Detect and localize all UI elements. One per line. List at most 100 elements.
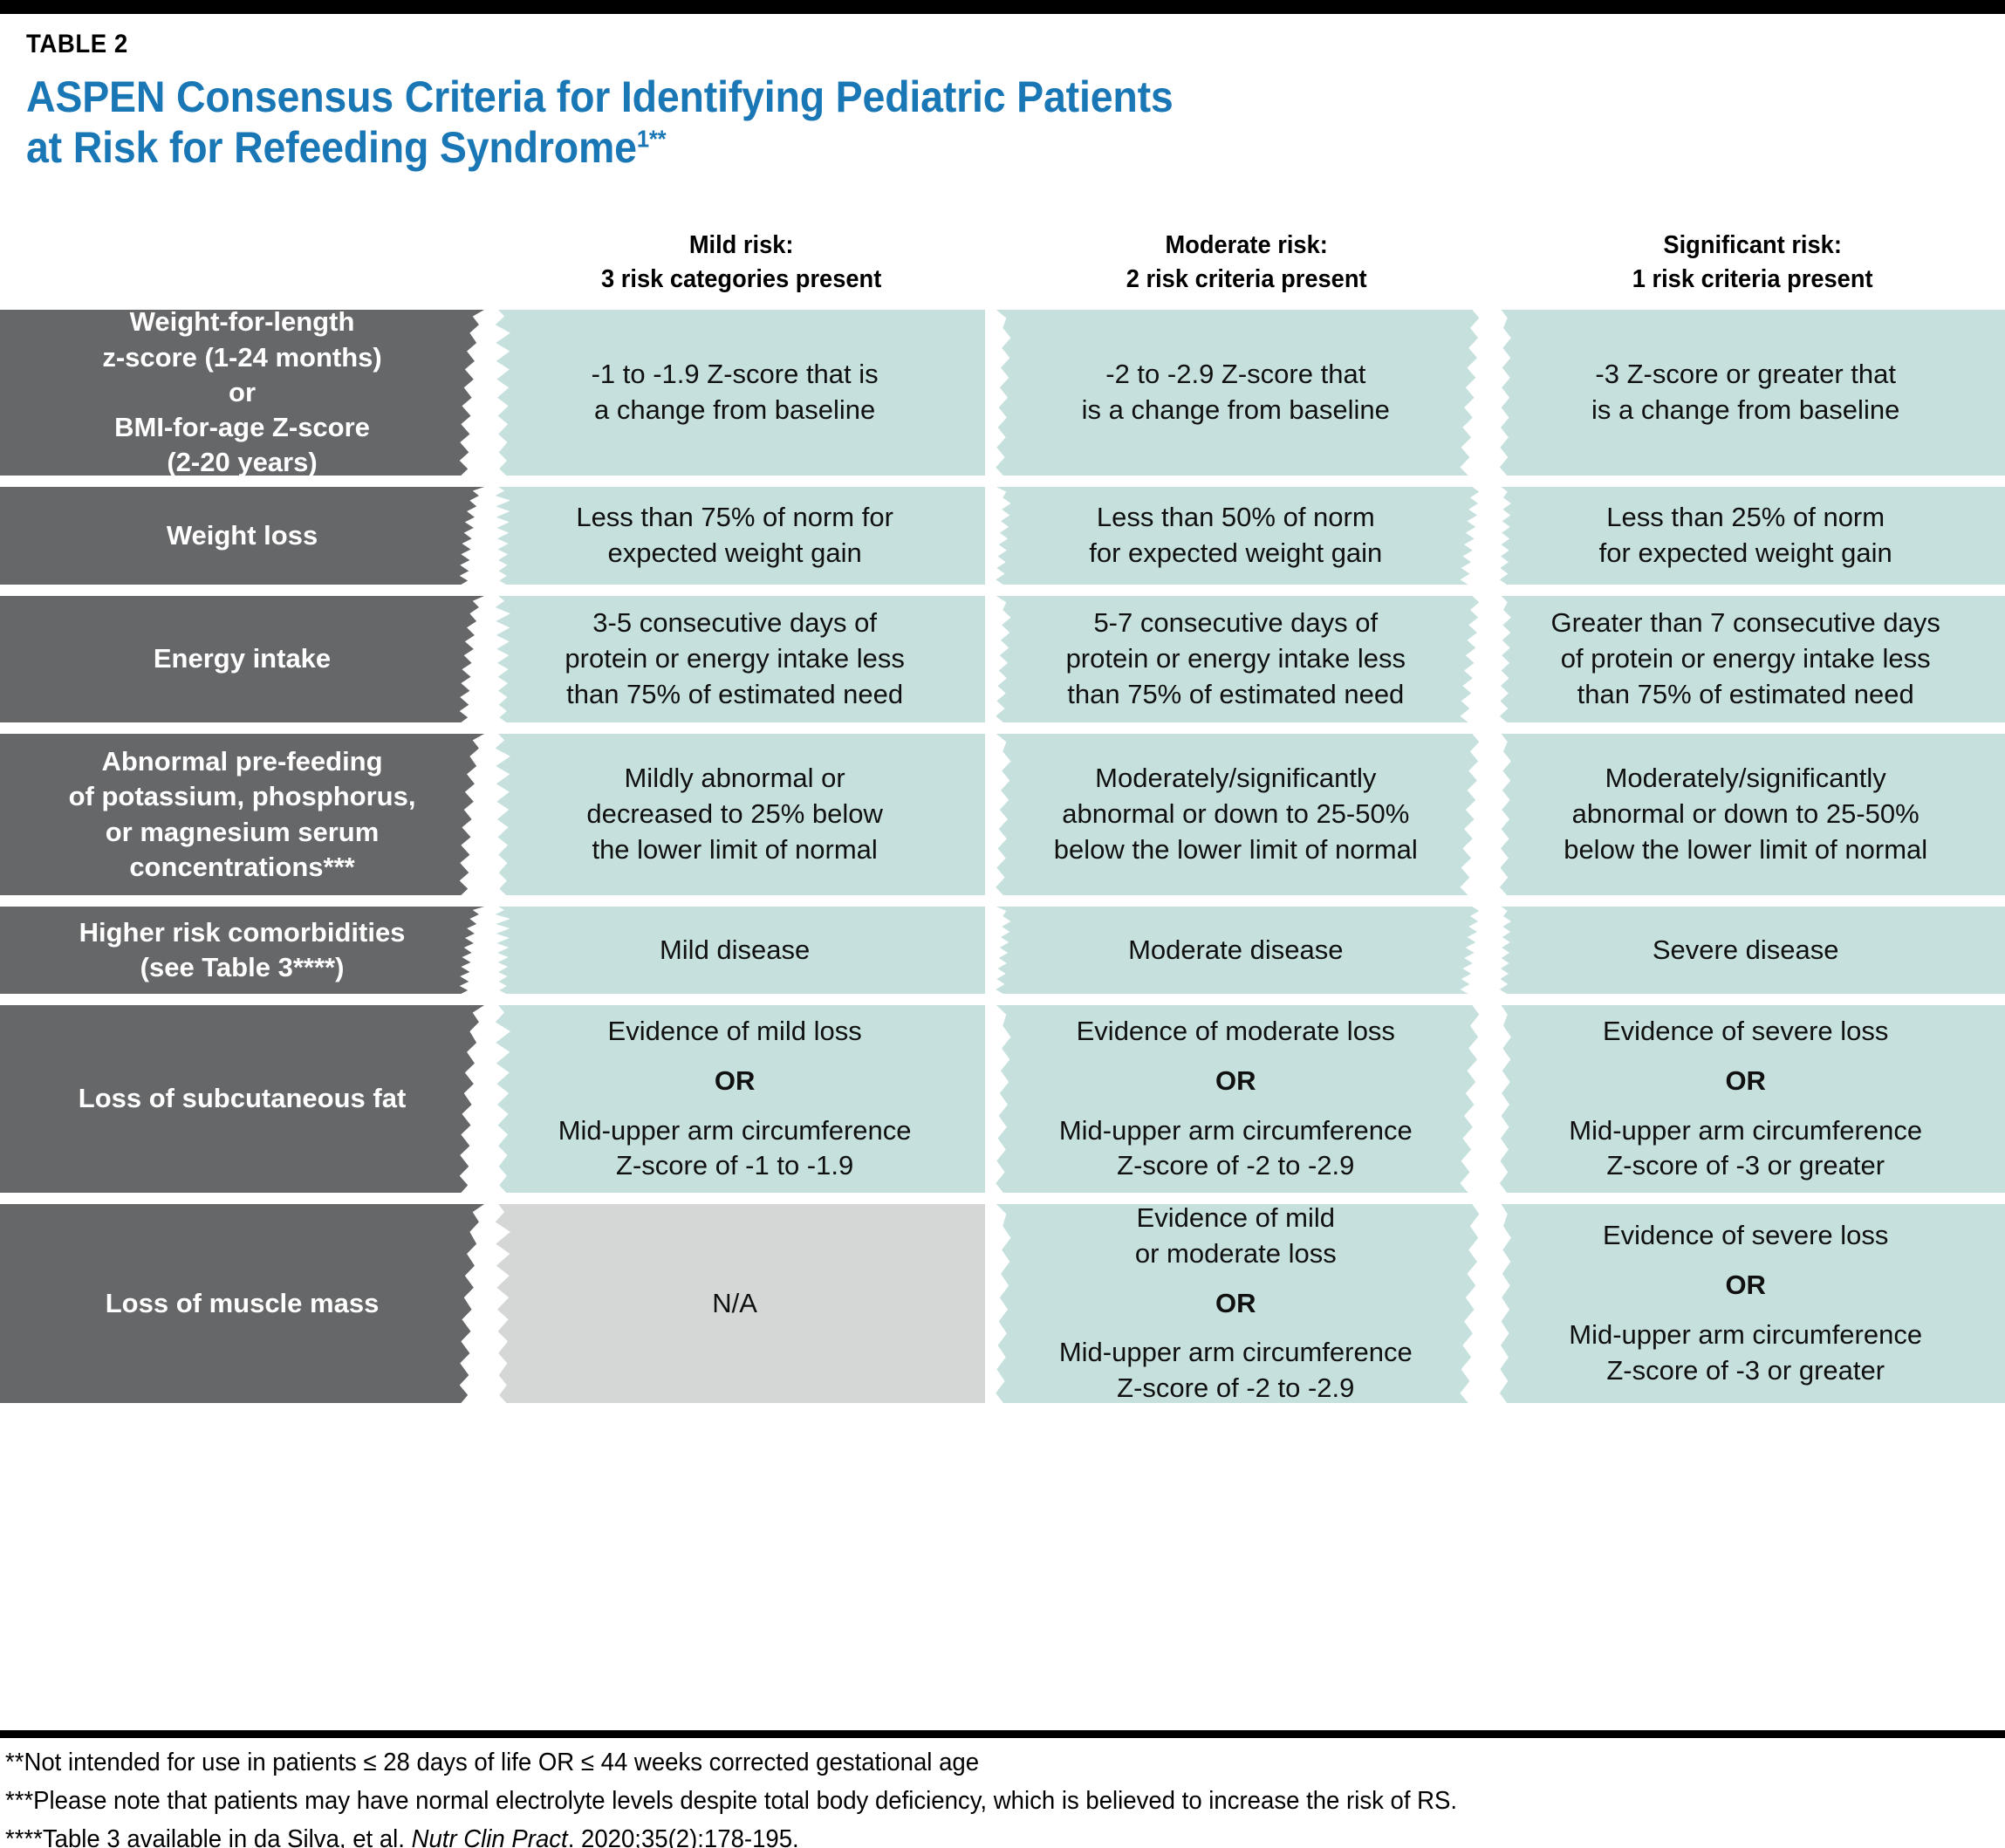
cell-text-top: Evidence of mild loss [607, 1015, 862, 1046]
cell-text: Evidence of severe loss OR Mid-upper arm… [1509, 1014, 1982, 1185]
row-label-loss-of-subcutaneous-fat: Loss of subcutaneous fat [0, 1005, 485, 1193]
cell-text-or: OR [1215, 1064, 1256, 1096]
cell-moderate: Moderate disease [996, 907, 1480, 994]
cell-mild: Mild disease [495, 907, 986, 994]
row-label-text: Weight loss [166, 519, 318, 551]
column-header-significant-subtitle: 1 risk criteria present [1632, 264, 1873, 293]
cell-significant: Severe disease [1499, 907, 2005, 994]
title-line-2: at Risk for Refeeding Syndrome [26, 123, 637, 172]
cell-text: Mild disease [659, 934, 811, 965]
footnote-3-pre: ****Table 3 available in da Silva, et al… [5, 1825, 412, 1848]
cell-text-or: OR [1725, 1064, 1766, 1096]
cell-significant: Evidence of severe loss OR Mid-upper arm… [1499, 1204, 2005, 1403]
cell-text-top: Evidence of moderate loss [1076, 1015, 1395, 1046]
footnote-2: ***Please note that patients may have no… [5, 1787, 1458, 1816]
top-rule [0, 0, 2005, 14]
footnote-3: ****Table 3 available in da Silva, et al… [5, 1820, 1904, 1848]
footnote-3-post: . 2020;35(2):178-195. [567, 1825, 799, 1848]
footnote-1: **Not intended for use in patients ≤ 28 … [5, 1749, 980, 1776]
title-superscript: 1** [636, 125, 667, 153]
cell-text: Evidence of mild loss OR Mid-upper arm c… [507, 1014, 962, 1185]
table-number-label: TABLE 2 [26, 30, 128, 58]
cell-text-or: OR [1725, 1270, 1766, 1301]
row-label-text: Higher risk comorbidities(see Table 3***… [79, 916, 406, 982]
column-header-mild-subtitle: 3 risk categories present [601, 264, 882, 293]
cell-text: Evidence of moderate loss OR Mid-upper a… [1008, 1014, 1463, 1185]
cell-text-or: OR [714, 1064, 756, 1096]
row-label-text: Loss of muscle mass [105, 1287, 380, 1318]
cell-mild: Evidence of mild loss OR Mid-upper arm c… [495, 1005, 986, 1193]
row-label-text: Loss of subcutaneous fat [78, 1083, 407, 1114]
figure-header: TABLE 2 ASPEN Consensus Criteria for Ide… [26, 30, 1981, 173]
page-title: ASPEN Consensus Criteria for Identifying… [26, 72, 1844, 173]
cell-text: Severe disease [1652, 934, 1839, 965]
column-header-moderate-subtitle: 2 risk criteria present [1126, 264, 1367, 293]
column-header-significant: Significant risk: 1 risk criteria presen… [1515, 229, 1990, 307]
title-line-1: ASPEN Consensus Criteria for Identifying… [26, 72, 1174, 121]
table-row: Loss of muscle mass N/A Evidence of mild… [0, 1204, 2005, 1403]
cell-text-or: OR [1215, 1287, 1256, 1318]
footnotes: **Not intended for use in patients ≤ 28 … [5, 1743, 1904, 1848]
row-label-higher-risk-comorbidities: Higher risk comorbidities(see Table 3***… [0, 907, 485, 994]
column-header-row: Mild risk: 3 risk categories present Mod… [489, 229, 2005, 307]
cell-moderate: Evidence of moderate loss OR Mid-upper a… [996, 1005, 1480, 1193]
column-header-moderate-title: Moderate risk: [1165, 231, 1329, 259]
row-label-energy-intake: Energy intake [0, 596, 485, 722]
footnote-3-journal: Nutr Clin Pract [411, 1825, 568, 1848]
cell-text: N/A [712, 1287, 757, 1318]
column-header-mild: Mild risk: 3 risk categories present [503, 229, 979, 307]
row-label-weight-loss: Weight loss [0, 487, 485, 585]
row-label-loss-of-muscle-mass: Loss of muscle mass [0, 1204, 485, 1403]
cell-significant: Evidence of severe loss OR Mid-upper arm… [1499, 1005, 2005, 1193]
row-label-text: Energy intake [153, 643, 332, 674]
table-row: Higher risk comorbidities(see Table 3***… [0, 907, 2005, 994]
column-header-significant-title: Significant risk: [1663, 231, 1842, 259]
cell-text-top: Evidence of severe loss [1602, 1015, 1889, 1046]
table-row: Loss of subcutaneous fat Evidence of mil… [0, 1005, 2005, 1193]
column-header-moderate: Moderate risk: 2 risk criteria present [1009, 229, 1485, 307]
column-header-mild-title: Mild risk: [688, 231, 794, 259]
cell-text: Evidence of severe loss OR Mid-upper arm… [1509, 1218, 1982, 1389]
cell-text-top: Evidence of severe loss [1602, 1220, 1889, 1251]
cell-mild-na: N/A [495, 1204, 986, 1403]
